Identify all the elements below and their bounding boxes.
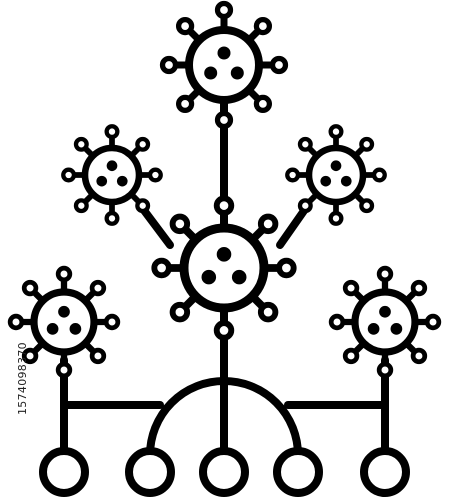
terminal-node — [199, 447, 249, 497]
terminal-node — [273, 447, 323, 497]
virus-spike-knob — [342, 279, 360, 297]
virus-spike-knob — [214, 110, 234, 130]
virus-dot — [46, 322, 59, 335]
virus-body — [30, 288, 98, 356]
virus-icon — [285, 124, 387, 226]
virus-dot — [230, 66, 244, 80]
virus-dot — [367, 322, 380, 335]
virus-spike-knob — [253, 16, 273, 36]
virus-body — [179, 223, 269, 313]
virus-icon — [7, 265, 121, 379]
virus-spike-knob — [342, 347, 360, 365]
virus-spike-knob — [73, 136, 89, 152]
virus-dot — [96, 175, 108, 187]
virus-spike-knob — [285, 167, 301, 183]
virus-spike-knob — [61, 167, 77, 183]
virus-spike-knob — [328, 313, 346, 331]
virus-spike-knob — [21, 347, 39, 365]
virus-spike-knob — [73, 198, 89, 214]
virus-dot — [216, 247, 232, 262]
virus-spike-knob — [169, 301, 191, 323]
virus-spike-knob — [175, 16, 195, 36]
stock-id-label: 1574098370 — [16, 342, 29, 415]
virus-spike-knob — [269, 55, 289, 75]
virus-spike-knob — [410, 279, 428, 297]
virus-spike-knob — [175, 94, 195, 114]
virus-dot — [340, 175, 352, 187]
virus-spike-knob — [159, 55, 179, 75]
virus-spike-knob — [276, 257, 297, 279]
virus-spike-knob — [359, 136, 375, 152]
virus-dot — [320, 175, 332, 187]
virus-spike-knob — [147, 167, 163, 183]
virus-spike-knob — [328, 124, 344, 140]
virus-spike-knob — [410, 347, 428, 365]
virus-spike-knob — [257, 213, 279, 235]
virus-spike-knob — [151, 257, 172, 279]
virus-spike-knob — [169, 213, 191, 235]
virus-spike-knob — [371, 167, 387, 183]
virus-dot — [390, 322, 403, 335]
virus-icon — [159, 0, 289, 130]
virus-spike-knob — [7, 313, 25, 331]
virus-dot — [330, 160, 342, 172]
virus-spike-knob — [21, 279, 39, 297]
virus-dot — [217, 46, 231, 60]
virus-spike-knob — [55, 265, 73, 283]
virus-icon — [61, 124, 163, 226]
virus-dot — [58, 305, 70, 318]
virus-body — [81, 144, 143, 206]
virus-spike-knob — [103, 313, 121, 331]
virus-spike-knob — [89, 279, 107, 297]
virus-spike-knob — [89, 347, 107, 365]
virus-spike-knob — [104, 124, 120, 140]
terminal-node — [39, 447, 89, 497]
virus-spike-knob — [253, 94, 273, 114]
virus-dot — [379, 305, 391, 318]
terminal-node — [360, 447, 410, 497]
virus-body — [351, 288, 419, 356]
virus-spike-knob — [359, 198, 375, 214]
virus-dot — [201, 269, 217, 285]
virus-spike-knob — [297, 136, 313, 152]
virus-body — [305, 144, 367, 206]
virus-spike-knob — [104, 210, 120, 226]
virus-icon — [151, 195, 297, 341]
virus-dot — [106, 160, 118, 172]
virus-dot — [231, 269, 247, 285]
virus-spike-knob — [376, 265, 394, 283]
virus-spike-knob — [214, 0, 234, 20]
virus-spike-knob — [135, 136, 151, 152]
virus-body — [185, 26, 263, 104]
virus-spike-knob — [135, 198, 151, 214]
virus-spike-knob — [297, 198, 313, 214]
virus-spike-knob — [257, 301, 279, 323]
terminal-node — [125, 447, 175, 497]
virus-dot — [69, 322, 82, 335]
virus-spike-knob — [213, 195, 235, 216]
virus-dot — [116, 175, 128, 187]
virus-spike-knob — [55, 361, 73, 379]
virus-spike-knob — [213, 320, 235, 341]
virus-dot — [204, 66, 218, 80]
virus-icon — [328, 265, 442, 379]
virus-spike-knob — [424, 313, 442, 331]
virus-spike-knob — [376, 361, 394, 379]
virus-spike-knob — [328, 210, 344, 226]
